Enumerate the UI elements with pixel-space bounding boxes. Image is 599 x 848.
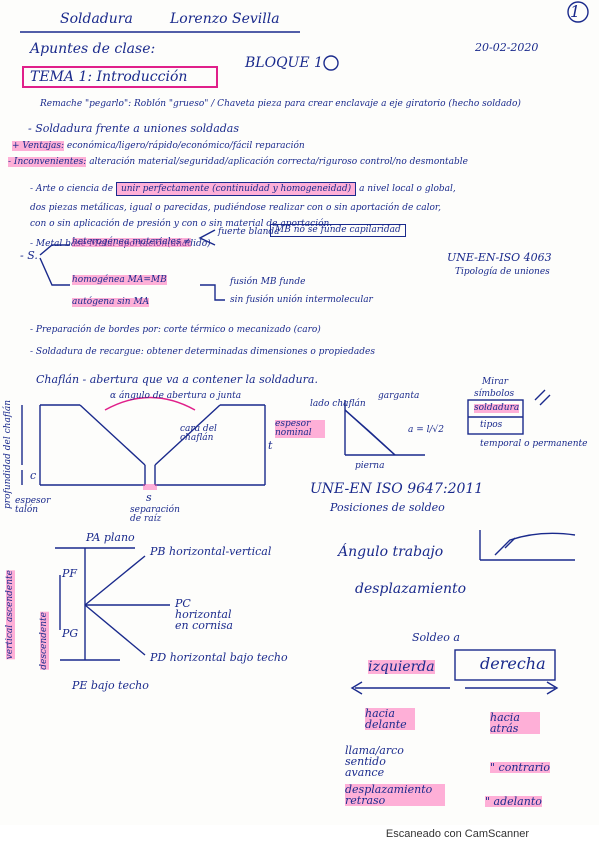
author-name: Lorenzo Sevilla	[170, 11, 280, 27]
s-bracket-bottom	[39, 257, 70, 286]
s-label: - S.	[20, 249, 38, 262]
homogenea: homogénea MA=MB	[72, 275, 167, 285]
scanner-footer: Escaneado con CamScanner	[0, 825, 599, 848]
ventajas-text: económica/ligero/rápido/económico/fácil …	[66, 141, 305, 151]
note-chaflan: Chaflán - abertura que va a contener la …	[36, 373, 318, 386]
position-pc: PC horizontal en cornisa	[175, 597, 233, 632]
label-angulo-trabajo: Ángulo trabajo	[338, 544, 444, 560]
s-bracket-top	[39, 244, 70, 256]
inconvenientes-text: alteración material/seguridad/aplicación…	[89, 157, 469, 167]
position-pb: PB horizontal-vertical	[150, 545, 272, 558]
une-en-9647: UNE-EN ISO 9647:2011	[310, 481, 484, 497]
arte-line-3: dos piezas metálicas, igual o parecidas,…	[30, 203, 442, 213]
arte-line-4: con o sin aplicación de presión y con o …	[30, 219, 333, 229]
position-pg: PG	[62, 627, 79, 640]
mb-no-funde: MB no se funde capilaridad	[270, 224, 406, 237]
label-llama-arco: llama/arco sentido avance	[345, 744, 404, 779]
position-pe: PE bajo techo	[72, 679, 149, 692]
label-profundidad: profundidad del chaflán	[3, 400, 13, 509]
note-recargue: - Soldadura de recargue: obtener determi…	[30, 347, 375, 357]
note-remache: Remache "pegarlo": Roblón "grueso" / Cha…	[40, 99, 521, 109]
sin-fusion: sin fusión unión intermolecular	[230, 295, 373, 305]
posiciones-soldeo: Posiciones de soldeo	[330, 501, 445, 514]
subtitle: Apuntes de clase:	[30, 41, 156, 57]
label-izquierda: izquierda	[368, 659, 435, 675]
fuerte-blanda: fuerte blanda	[218, 227, 280, 237]
page-number-circle	[567, 1, 589, 23]
note-metal-base: - Metal base Metal aportación(añadido)	[30, 239, 211, 249]
label-adelanto: " adelanto	[485, 795, 542, 808]
label-garganta: garganta	[378, 391, 420, 401]
torch-diagram	[479, 530, 576, 561]
label-angulo-apertura: α ángulo de abertura o junta	[110, 391, 242, 401]
arte-box: unir perfectamente (continuidad y homoge…	[115, 182, 357, 196]
autogena: autógena sin MA	[72, 297, 150, 307]
label-desplazamiento-retraso: desplazamiento retraso	[345, 784, 445, 806]
footer-text: Escaneado con CamScanner	[385, 828, 529, 840]
position-pd: PD horizontal bajo techo	[150, 651, 288, 664]
label-t: t	[268, 439, 273, 452]
direction-arrows	[350, 649, 559, 695]
arte-line-2: a nivel local o global,	[359, 184, 456, 194]
page-number: 1	[570, 2, 581, 21]
label-pierna: pierna	[355, 461, 385, 471]
label-espesor-talon: espesor talón	[15, 496, 51, 515]
label-temporal: temporal o permanente	[480, 439, 588, 449]
block-title: BLOQUE 1	[245, 55, 323, 71]
label-mirar: Mirar	[482, 377, 509, 387]
position-pa: PA plano	[86, 531, 135, 544]
label-c: c	[30, 469, 37, 482]
label-simbolos: símbolos	[474, 389, 515, 399]
subject-title: Soldadura	[60, 11, 133, 27]
note-preparacion: - Preparación de bordes por: corte térmi…	[30, 325, 321, 335]
label-vertical-asc: vertical ascendente	[5, 570, 15, 660]
fillet-weld-diagram	[344, 400, 425, 456]
positions-diagram	[55, 547, 170, 661]
bloque-circle	[323, 55, 339, 71]
inconvenientes-label: - Inconvenientes:	[8, 157, 87, 167]
label-separacion: separación de raíz	[130, 505, 180, 524]
ventajas-label: + Ventajas:	[12, 141, 64, 151]
tipologia-uniones: Tipología de uniones	[455, 267, 550, 277]
diagrams-layer	[20, 1, 589, 695]
arte-line-1: - Arte o ciencia de	[30, 184, 114, 194]
label-soldeo-a: Soldeo a	[412, 631, 460, 644]
date: 20-02-2020	[475, 41, 539, 54]
fusion: fusión MB funde	[230, 277, 306, 287]
note-soldadura-frente: - Soldadura frente a uniones soldadas	[28, 122, 240, 135]
label-hacia-atras: hacia atrás	[490, 712, 540, 734]
label-descendente: descendente	[39, 612, 49, 670]
topic-title: TEMA 1: Introducción	[22, 66, 218, 88]
heterogenea: heterogénea materiales ≠	[72, 237, 191, 247]
label-hacia-delante: hacia delante	[365, 708, 415, 730]
une-en-4063: UNE-EN-ISO 4063	[447, 251, 552, 264]
label-contrario: " contrario	[490, 761, 551, 774]
chamfer-diagram	[21, 396, 266, 490]
label-lado-chaflan: lado chaflán	[310, 399, 366, 409]
label-desplazamiento: desplazamiento	[355, 581, 467, 597]
label-soldadura-sym: soldadura	[474, 403, 520, 413]
label-tipos: tipos	[480, 420, 503, 430]
notebook-page: 1 Soldadura Lorenzo Sevilla Apuntes de c…	[3, 1, 589, 808]
label-a-formula: a = l/√2	[408, 425, 444, 435]
label-espesor-nominal: espesor nominal	[275, 420, 325, 438]
label-cara-chaflan: cara del chaflán	[180, 424, 217, 443]
label-s: s	[146, 491, 152, 504]
label-derecha: derecha	[480, 654, 546, 673]
position-pf: PF	[62, 567, 78, 580]
